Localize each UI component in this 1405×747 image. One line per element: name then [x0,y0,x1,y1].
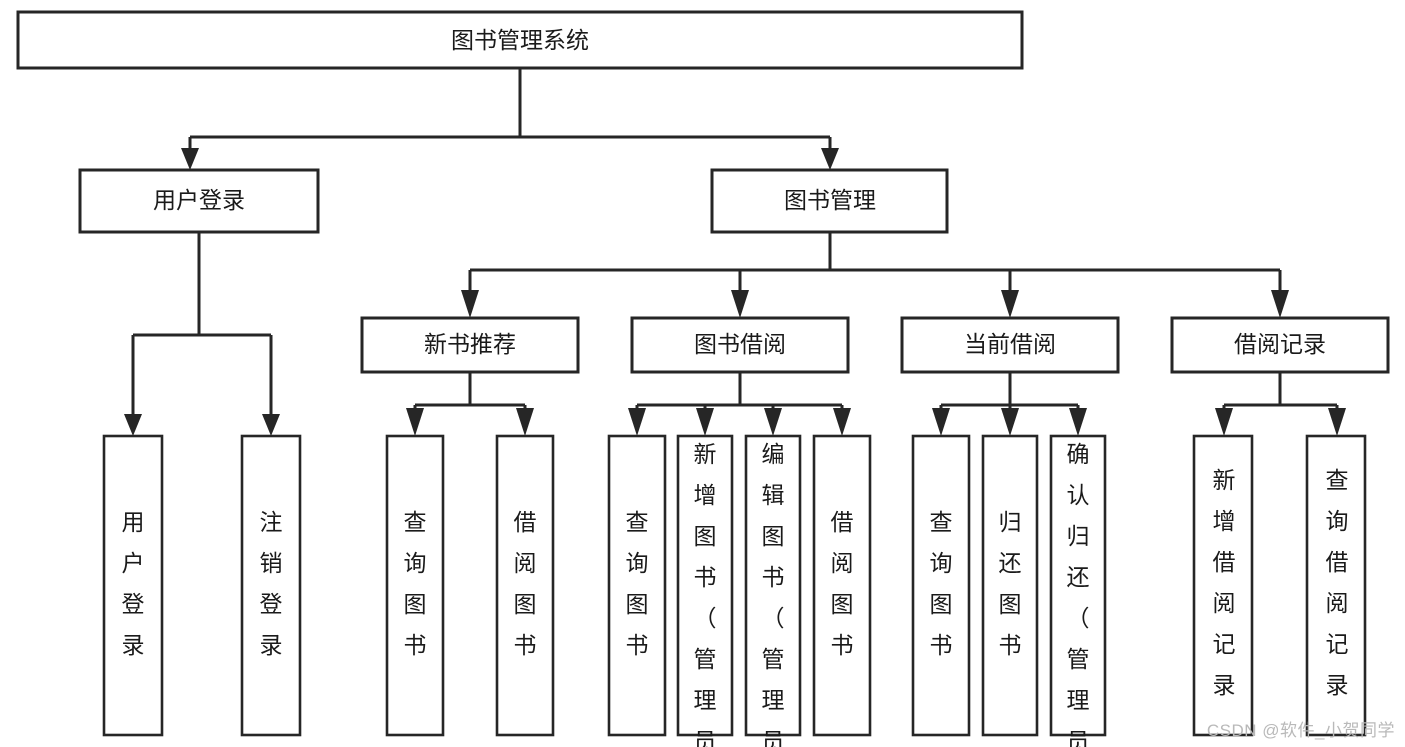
node-leaf-return-book[interactable]: 归还图书 [981,434,1039,737]
arrowhead-leaf-add-book [696,408,714,436]
arrowhead-book-borrow [731,290,749,318]
arrowhead-current-borrow [1001,290,1019,318]
node-book-borrow[interactable]: 图书借阅 [630,316,850,374]
node-leaf-query-book-2[interactable]: 查询图书 [607,434,667,737]
node-leaf-user-login-box[interactable] [102,434,164,737]
node-new-book-recommend-box[interactable] [360,316,580,374]
node-book-manage-box[interactable] [710,168,949,234]
node-leaf-query-book-1-label: 查询图书 [404,509,427,658]
node-root[interactable]: 图书管理系统 [16,10,1024,70]
node-new-book-recommend-label: 新书推荐 [424,331,516,357]
arrowhead-leaf-logout [262,414,280,436]
node-leaf-query-book-1-box[interactable] [385,434,445,737]
node-book-manage[interactable]: 图书管理 [710,168,949,234]
node-leaf-edit-book-label: 编辑图书（管理员） [762,441,785,747]
node-leaf-add-record-label: 新增借阅记录 [1213,467,1236,698]
node-current-borrow-label: 当前借阅 [964,331,1056,357]
arrowhead-new-book-recommend [461,290,479,318]
node-user-login-box[interactable] [78,168,320,234]
node-leaf-add-book-box[interactable] [676,434,734,737]
node-book-manage-label: 图书管理 [784,187,876,213]
node-leaf-borrow-book-2-box[interactable] [812,434,872,737]
node-leaf-user-login-label: 用户登录 [122,509,145,658]
node-leaf-user-login[interactable]: 用户登录 [102,434,164,737]
arrowhead-leaf-return-book [1001,408,1019,436]
node-current-borrow-box[interactable] [900,316,1120,374]
node-leaf-add-book-label: 新增图书（管理员） [694,441,717,747]
arrowhead-leaf-edit-book [764,408,782,436]
node-book-borrow-label: 图书借阅 [694,331,786,357]
arrowhead-leaf-borrow-book-1 [516,408,534,436]
arrowhead-leaf-query-book-1 [406,408,424,436]
node-current-borrow[interactable]: 当前借阅 [900,316,1120,374]
node-leaf-query-book-3-label: 查询图书 [930,509,953,658]
node-leaf-query-record-box[interactable] [1305,434,1367,737]
node-leaf-edit-book[interactable]: 编辑图书（管理员） [744,434,802,747]
node-borrow-record-box[interactable] [1170,316,1390,374]
edges-layer [124,68,1346,436]
node-leaf-return-book-label: 归还图书 [999,509,1022,658]
node-leaf-query-record-label: 查询借阅记录 [1326,467,1349,698]
arrowhead-leaf-user-login [124,414,142,436]
node-root-label: 图书管理系统 [451,27,589,53]
node-leaf-query-book-2-box[interactable] [607,434,667,737]
node-leaf-borrow-book-1-box[interactable] [495,434,555,737]
node-leaf-borrow-book-1[interactable]: 借阅图书 [495,434,555,737]
arrowhead-user-login [181,148,199,170]
node-leaf-logout[interactable]: 注销登录 [240,434,302,737]
arrowhead-leaf-query-record [1328,408,1346,436]
node-user-login-label: 用户登录 [153,187,245,213]
node-leaf-confirm-return-label: 确认归还（管理员） [1067,441,1090,747]
node-leaf-query-book-3[interactable]: 查询图书 [911,434,971,737]
node-leaf-confirm-return-box[interactable] [1049,434,1107,737]
arrowhead-leaf-confirm-return [1069,408,1087,436]
node-leaf-return-book-box[interactable] [981,434,1039,737]
node-leaf-borrow-book-2[interactable]: 借阅图书 [812,434,872,737]
node-leaf-add-record[interactable]: 新增借阅记录 [1192,434,1254,737]
arrowhead-leaf-add-record [1215,408,1233,436]
node-leaf-query-book-3-box[interactable] [911,434,971,737]
arrowhead-leaf-query-book-3 [932,408,950,436]
node-leaf-borrow-book-1-label: 借阅图书 [514,509,537,658]
node-leaf-query-book-2-label: 查询图书 [626,509,649,658]
node-leaf-confirm-return[interactable]: 确认归还（管理员） [1049,434,1107,747]
node-leaf-logout-label: 注销登录 [260,509,283,658]
node-leaf-query-record[interactable]: 查询借阅记录 [1305,434,1367,737]
node-new-book-recommend[interactable]: 新书推荐 [360,316,580,374]
node-root-box[interactable] [16,10,1024,70]
node-leaf-query-book-1[interactable]: 查询图书 [385,434,445,737]
node-borrow-record[interactable]: 借阅记录 [1170,316,1390,374]
arrowhead-leaf-borrow-book-2 [833,408,851,436]
node-leaf-edit-book-box[interactable] [744,434,802,737]
node-borrow-record-label: 借阅记录 [1234,331,1326,357]
arrowhead-book-manage [821,148,839,170]
node-leaf-add-book[interactable]: 新增图书（管理员） [676,434,734,747]
node-leaf-add-record-box[interactable] [1192,434,1254,737]
node-book-borrow-box[interactable] [630,316,850,374]
node-user-login[interactable]: 用户登录 [78,168,320,234]
arrowhead-leaf-query-book-2 [628,408,646,436]
arrowhead-borrow-record [1271,290,1289,318]
node-leaf-logout-box[interactable] [240,434,302,737]
node-leaf-borrow-book-2-label: 借阅图书 [831,509,854,658]
